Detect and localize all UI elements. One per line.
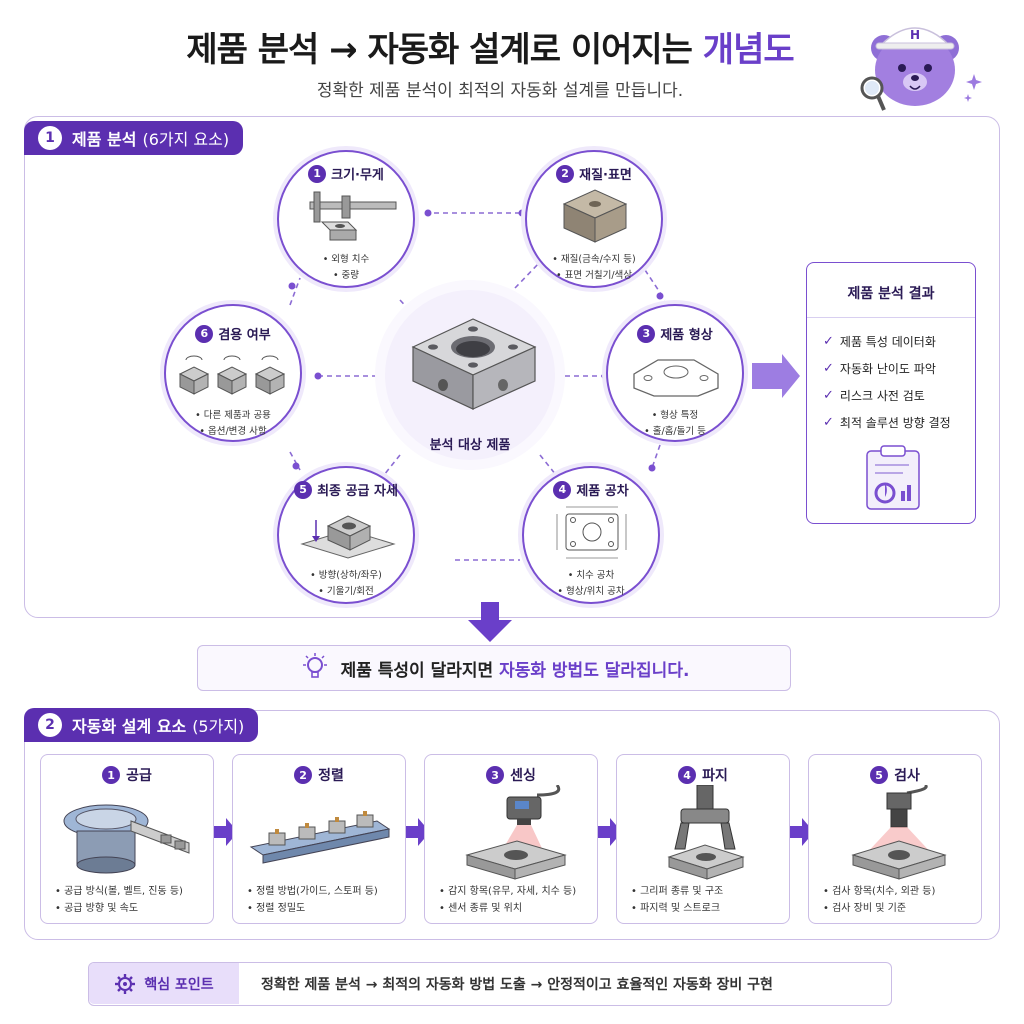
section-number: 2 <box>38 713 62 737</box>
page-title: 제품 분석 → 자동화 설계로 이어지는 개념도 <box>186 30 795 70</box>
step-bullets: • 감지 항목(유무, 자세, 치수 등)• 센서 종류 및 위치 <box>439 886 577 914</box>
section-tab-product-analysis: 1 제품 분석 (6가지 요소) <box>24 121 244 155</box>
element-circle-shape <box>606 304 744 442</box>
check-icon: ✓ <box>823 415 834 430</box>
sensor-camera-icon <box>465 785 567 880</box>
element-bullets: • 형상 특정• 홀/홈/돌기 등 <box>644 410 706 437</box>
shape-outline-icon <box>633 359 719 397</box>
inspection-camera-icon <box>851 785 947 880</box>
bowl-feeder-icon <box>63 804 190 874</box>
element-circle-size-weight <box>277 150 415 288</box>
material-block-icon <box>562 189 628 243</box>
result-item: ✓자동화 난이도 파악 <box>823 361 936 376</box>
caliper-icon <box>309 191 397 241</box>
tolerance-drawing-icon <box>556 506 627 559</box>
step-bullets: • 그리퍼 종류 및 구조• 파지력 및 스트로크 <box>631 886 724 914</box>
element-bullets: • 외형 치수• 중량 <box>322 254 370 281</box>
section-title: 제품 분석 <box>72 130 137 149</box>
bear-mascot-icon: H <box>860 27 982 111</box>
section-number: 1 <box>38 126 62 150</box>
clipboard-report-icon <box>866 445 920 510</box>
fixture-posture-icon <box>300 515 396 559</box>
step-bullets: • 정렬 방법(가이드, 스토퍼 등)• 정렬 정밀도 <box>247 886 378 914</box>
key-message-banner: 제품 특성이 달라지면 자동화 방법도 달라집니다. <box>197 645 791 691</box>
alignment-rail-icon <box>249 811 391 864</box>
analysis-result-box: 제품 분석 결과 ✓제품 특성 데이터화 ✓자동화 난이도 파악 ✓리스크 사전… <box>806 262 976 524</box>
multi-product-icon <box>178 355 286 395</box>
gear-icon <box>115 973 136 994</box>
element-bullets: • 다른 제품과 공용• 옵션/변경 사항 <box>195 410 271 437</box>
title-highlight: 개념도 <box>702 30 795 70</box>
key-point-tag: 핵심 포인트 <box>89 963 239 1004</box>
section-subtitle: (5가지) <box>192 717 245 736</box>
check-icon: ✓ <box>823 388 834 403</box>
result-title: 제품 분석 결과 <box>807 263 975 318</box>
section-tab-automation-design: 2 자동화 설계 요소 (5가지) <box>24 708 259 742</box>
check-icon: ✓ <box>823 361 834 376</box>
element-bullets: • 방향(상하/좌우)• 기울기/회전 <box>310 570 382 597</box>
key-point-bar: 핵심 포인트 정확한 제품 분석 → 최적의 자동화 방법 도출 → 안정적이고… <box>88 962 892 1006</box>
lightbulb-icon <box>302 653 327 678</box>
step-bullets: • 공급 방식(볼, 벨트, 진동 등)• 공급 방향 및 속도 <box>55 886 183 914</box>
section-subtitle: (6가지 요소) <box>142 130 230 149</box>
page-subtitle: 정확한 제품 분석이 최적의 자동화 설계를 만듭니다. <box>316 81 684 101</box>
key-point-text: 정확한 제품 분석 → 최적의 자동화 방법 도출 → 안정적이고 효율적인 자… <box>261 976 773 993</box>
check-icon: ✓ <box>823 334 834 349</box>
element-bullets: • 재질(금속/수지 등)• 표면 거칠기/색상 <box>552 254 636 281</box>
result-item: ✓리스크 사전 검토 <box>823 388 925 403</box>
section-title: 자동화 설계 요소 <box>72 717 187 736</box>
block-part-icon <box>411 318 537 410</box>
element-bullets: • 치수 공차• 형상/위치 공차 <box>557 570 625 597</box>
gripper-icon <box>667 785 745 880</box>
result-item: ✓최적 솔루션 방향 결정 <box>823 415 951 430</box>
mascot-cap-letter: H <box>910 28 920 42</box>
center-product-label: 분석 대상 제품 <box>429 438 511 453</box>
result-item: ✓제품 특성 데이터화 <box>823 334 936 349</box>
step-bullets: • 검사 항목(치수, 외관 등)• 검사 장비 및 기준 <box>823 886 936 914</box>
